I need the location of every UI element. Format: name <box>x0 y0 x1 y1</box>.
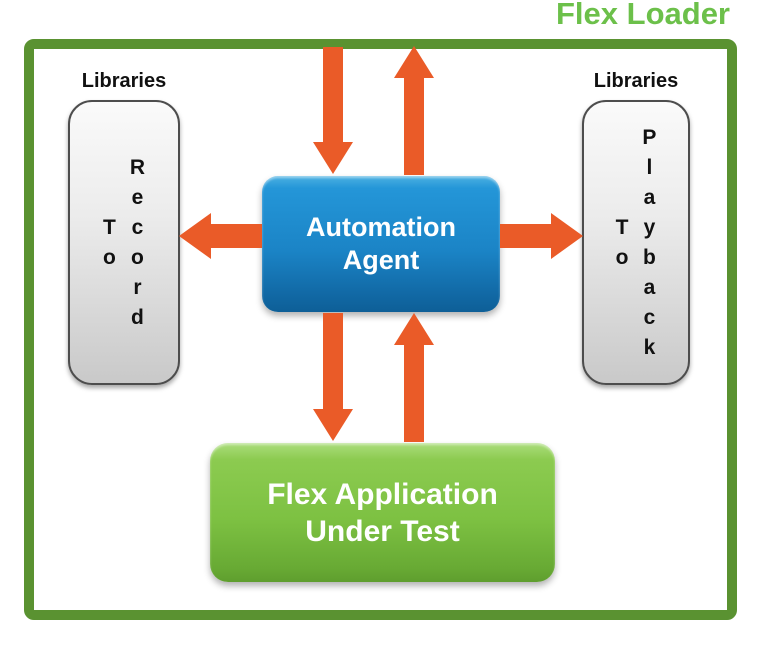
automation-agent-label-line2: Agent <box>342 245 420 275</box>
app-label-line1: Flex Application <box>267 477 498 511</box>
flex-application-under-test-box: Flex Application Under Test <box>210 443 555 582</box>
app-label-line2: Under Test <box>305 514 460 548</box>
outer-frame <box>24 39 737 620</box>
record-libraries-label: Libraries <box>81 70 167 92</box>
automation-agent-box: Automation Agent <box>262 176 500 312</box>
playback-libraries-label: Libraries <box>593 70 679 92</box>
diagram-title: Flex Loader <box>556 0 730 31</box>
automation-agent-label-line1: Automation <box>306 212 456 242</box>
